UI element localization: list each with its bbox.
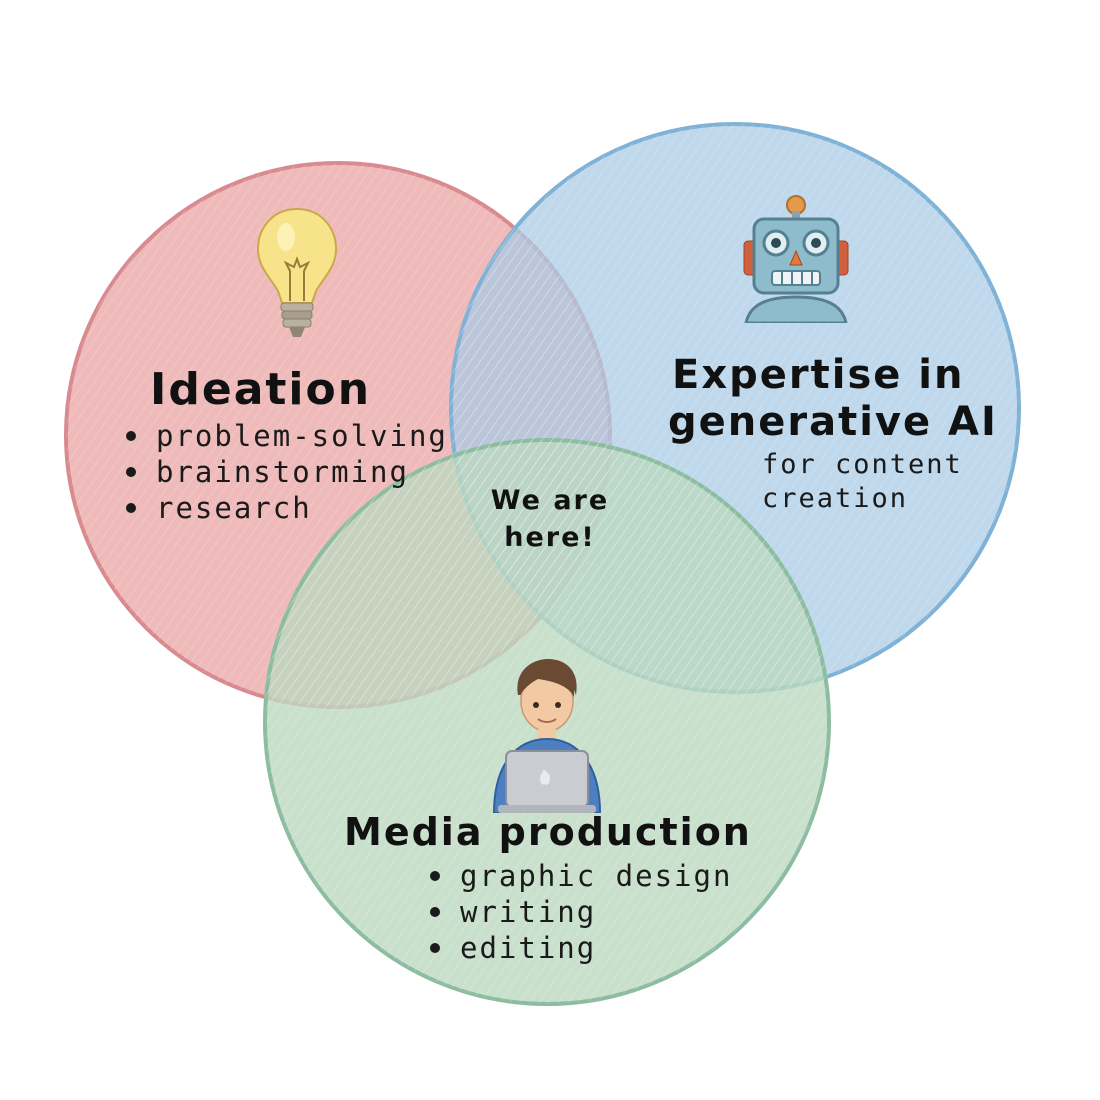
ideation-title: Ideation: [150, 364, 372, 415]
list-item: graphic design: [426, 858, 732, 894]
robot-icon: [743, 195, 849, 323]
person-laptop-icon: [492, 659, 602, 813]
ai-title-line1: Expertise in: [672, 352, 965, 398]
center-label: We are here!: [465, 482, 635, 556]
ai-subtitle-line2: creation: [762, 483, 909, 514]
ai-title-line2: generative AI: [668, 399, 998, 445]
lightbulb-icon: [256, 207, 338, 337]
list-item: brainstorming: [122, 454, 448, 490]
list-item: problem-solving: [122, 418, 448, 454]
center-label-line2: here!: [504, 522, 596, 553]
list-item: editing: [426, 930, 732, 966]
ideation-list: problem-solving brainstorming research: [122, 418, 448, 526]
list-item: research: [122, 490, 448, 526]
media-list: graphic design writing editing: [426, 858, 732, 966]
ai-subtitle-line1: for content: [762, 449, 963, 480]
list-item: writing: [426, 894, 732, 930]
center-label-line1: We are: [490, 485, 610, 516]
media-title: Media production: [344, 810, 752, 854]
